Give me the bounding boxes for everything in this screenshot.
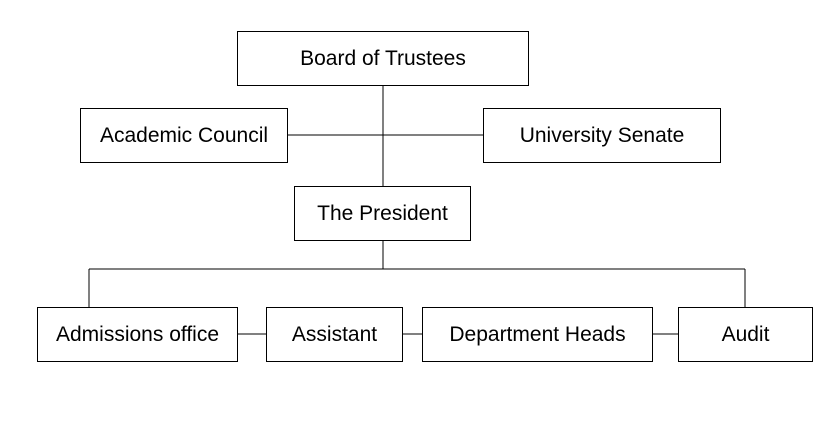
node-label: Academic Council (99, 123, 269, 147)
node-the-president: The President (294, 186, 471, 241)
node-label: The President (317, 201, 448, 225)
node-label: Board of Trustees (300, 46, 466, 70)
node-admissions-office: Admissions office (37, 307, 238, 362)
node-department-heads: Department Heads (422, 307, 653, 362)
node-label: Department Heads (449, 322, 626, 346)
node-label: Audit (721, 322, 770, 346)
node-board-of-trustees: Board of Trustees (237, 31, 529, 86)
node-label: University Senate (519, 123, 685, 147)
node-assistant: Assistant (266, 307, 403, 362)
node-label: Assistant (291, 322, 378, 346)
node-academic-council: Academic Council (80, 108, 288, 163)
node-label: Admissions office (55, 322, 220, 346)
node-audit: Audit (678, 307, 813, 362)
node-university-senate: University Senate (483, 108, 721, 163)
